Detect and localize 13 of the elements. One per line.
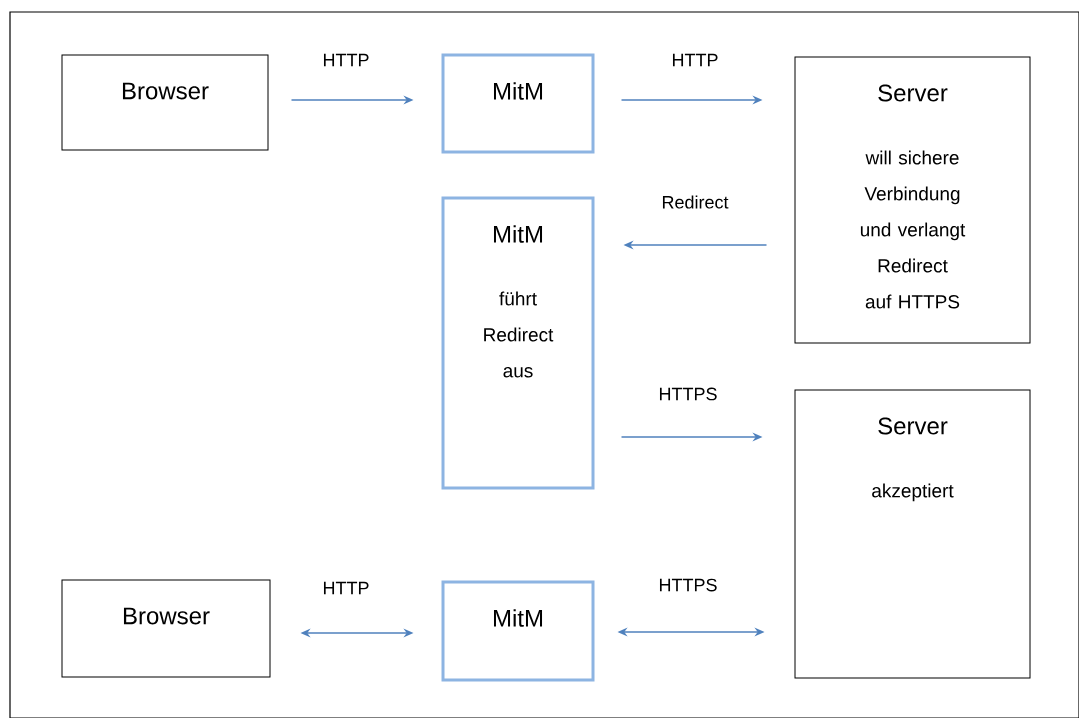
process-box: MitM führt Redirect aus xyxy=(441,196,595,490)
process-box: Browser xyxy=(61,579,271,678)
edge-label: Redirect xyxy=(662,195,729,209)
edge-label: HTTP xyxy=(324,53,369,67)
process-box: Browser xyxy=(61,54,269,151)
process-box: Server akzeptiert xyxy=(794,389,1031,679)
edge-label: HTTPS xyxy=(660,578,717,592)
process-box: Server will sichere Verbindung und verlangt Redirect auf HTTPS xyxy=(794,56,1031,344)
edge-label: HTTP xyxy=(673,53,718,67)
process-box: MitM xyxy=(441,580,595,682)
process-box: MitM xyxy=(441,53,595,154)
edge-label: HTTP xyxy=(324,581,369,595)
edge-label: HTTPS xyxy=(660,387,717,401)
